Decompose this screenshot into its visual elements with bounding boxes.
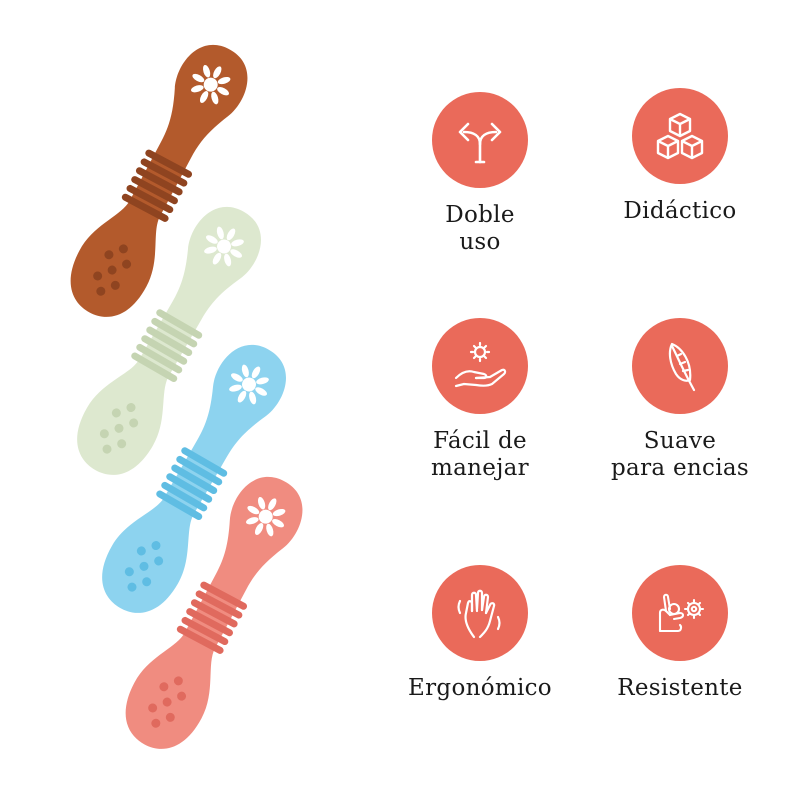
feature-label: Resistente <box>617 675 743 701</box>
feature-didactico: Didáctico <box>585 88 775 225</box>
product-image <box>70 44 303 749</box>
spoon-brown <box>70 44 248 317</box>
feature-label: Didáctico <box>623 198 737 224</box>
hand-gear-icon <box>432 318 528 414</box>
feature-ergonomico: Ergonómico <box>385 565 575 702</box>
waving-hand-icon <box>432 565 528 661</box>
split-arrows-icon <box>432 92 528 188</box>
cubes-icon <box>632 88 728 184</box>
feature-label: Ergonómico <box>408 675 552 701</box>
ok-hand-gears-icon <box>632 565 728 661</box>
spoon-sage <box>77 206 261 475</box>
spoon-coral <box>125 476 303 749</box>
spoon-blue <box>102 344 286 613</box>
feature-resistente: Resistente <box>585 565 775 702</box>
feather-icon <box>632 318 728 414</box>
